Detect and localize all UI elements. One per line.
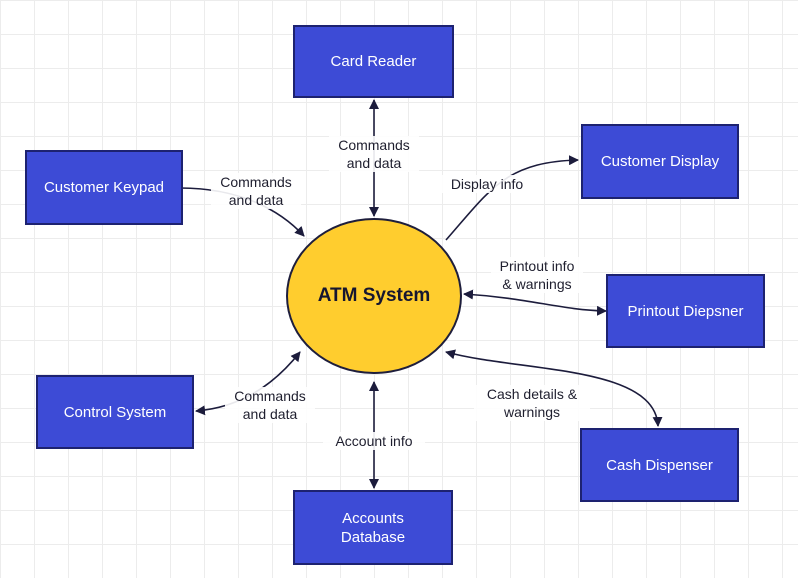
edge-label-line: Account info <box>335 433 413 449</box>
edge-label-customer-display: Display info <box>441 175 533 193</box>
edge-label-line: Commands <box>220 174 292 190</box>
node-accounts-database-label-line1: Accounts <box>342 509 404 527</box>
node-cash-dispenser[interactable]: Cash Dispenser <box>580 428 739 502</box>
edge-label-line: warnings <box>503 404 561 420</box>
edge-label-line: and data <box>346 155 402 171</box>
edge-label-card-reader: Commands and data <box>329 136 419 172</box>
node-cash-dispenser-label: Cash Dispenser <box>606 456 713 474</box>
node-accounts-database-label-line2: Database <box>340 528 406 546</box>
edge-cash-dispenser <box>445 349 663 427</box>
edge-label-line: Commands <box>234 388 306 404</box>
edge-label-cash-dispenser: Cash details & warnings <box>474 385 590 421</box>
edge-label-control-system: Commands and data <box>225 387 315 423</box>
node-customer-display[interactable]: Customer Display <box>581 124 739 199</box>
node-printout-dispenser-label: Printout Diepsner <box>627 302 744 320</box>
node-customer-keypad[interactable]: Customer Keypad <box>25 150 183 225</box>
edge-printout <box>463 289 607 316</box>
node-printout-dispenser[interactable]: Printout Diepsner <box>606 274 765 348</box>
edge-label-line: Cash details & <box>486 386 578 402</box>
node-card-reader-label: Card Reader <box>330 53 417 70</box>
edge-label-customer-keypad: Commands and data <box>211 173 301 209</box>
edge-label-line: and data <box>228 192 284 208</box>
center-atm-system[interactable]: ATM System <box>286 218 462 374</box>
node-control-system[interactable]: Control System <box>36 375 194 449</box>
node-control-system-label: Control System <box>63 403 167 421</box>
edge-label-line: and data <box>242 406 298 422</box>
node-card-reader[interactable]: Card Reader <box>293 25 454 98</box>
edge-label-accounts-database: Account info <box>323 432 425 450</box>
node-customer-keypad-label: Customer Keypad <box>43 179 165 196</box>
edge-label-line: & warnings <box>502 276 572 292</box>
edge-label-line: Display info <box>450 176 524 192</box>
center-atm-system-label: ATM System <box>317 285 431 306</box>
edge-customer-display <box>445 155 579 241</box>
edge-label-line: Commands <box>338 137 410 153</box>
edge-label-printout: Printout info & warnings <box>491 257 583 293</box>
edge-label-line: Printout info <box>499 258 575 274</box>
node-accounts-database[interactable]: Accounts Database <box>293 490 453 565</box>
node-customer-display-label: Customer Display <box>600 153 720 170</box>
